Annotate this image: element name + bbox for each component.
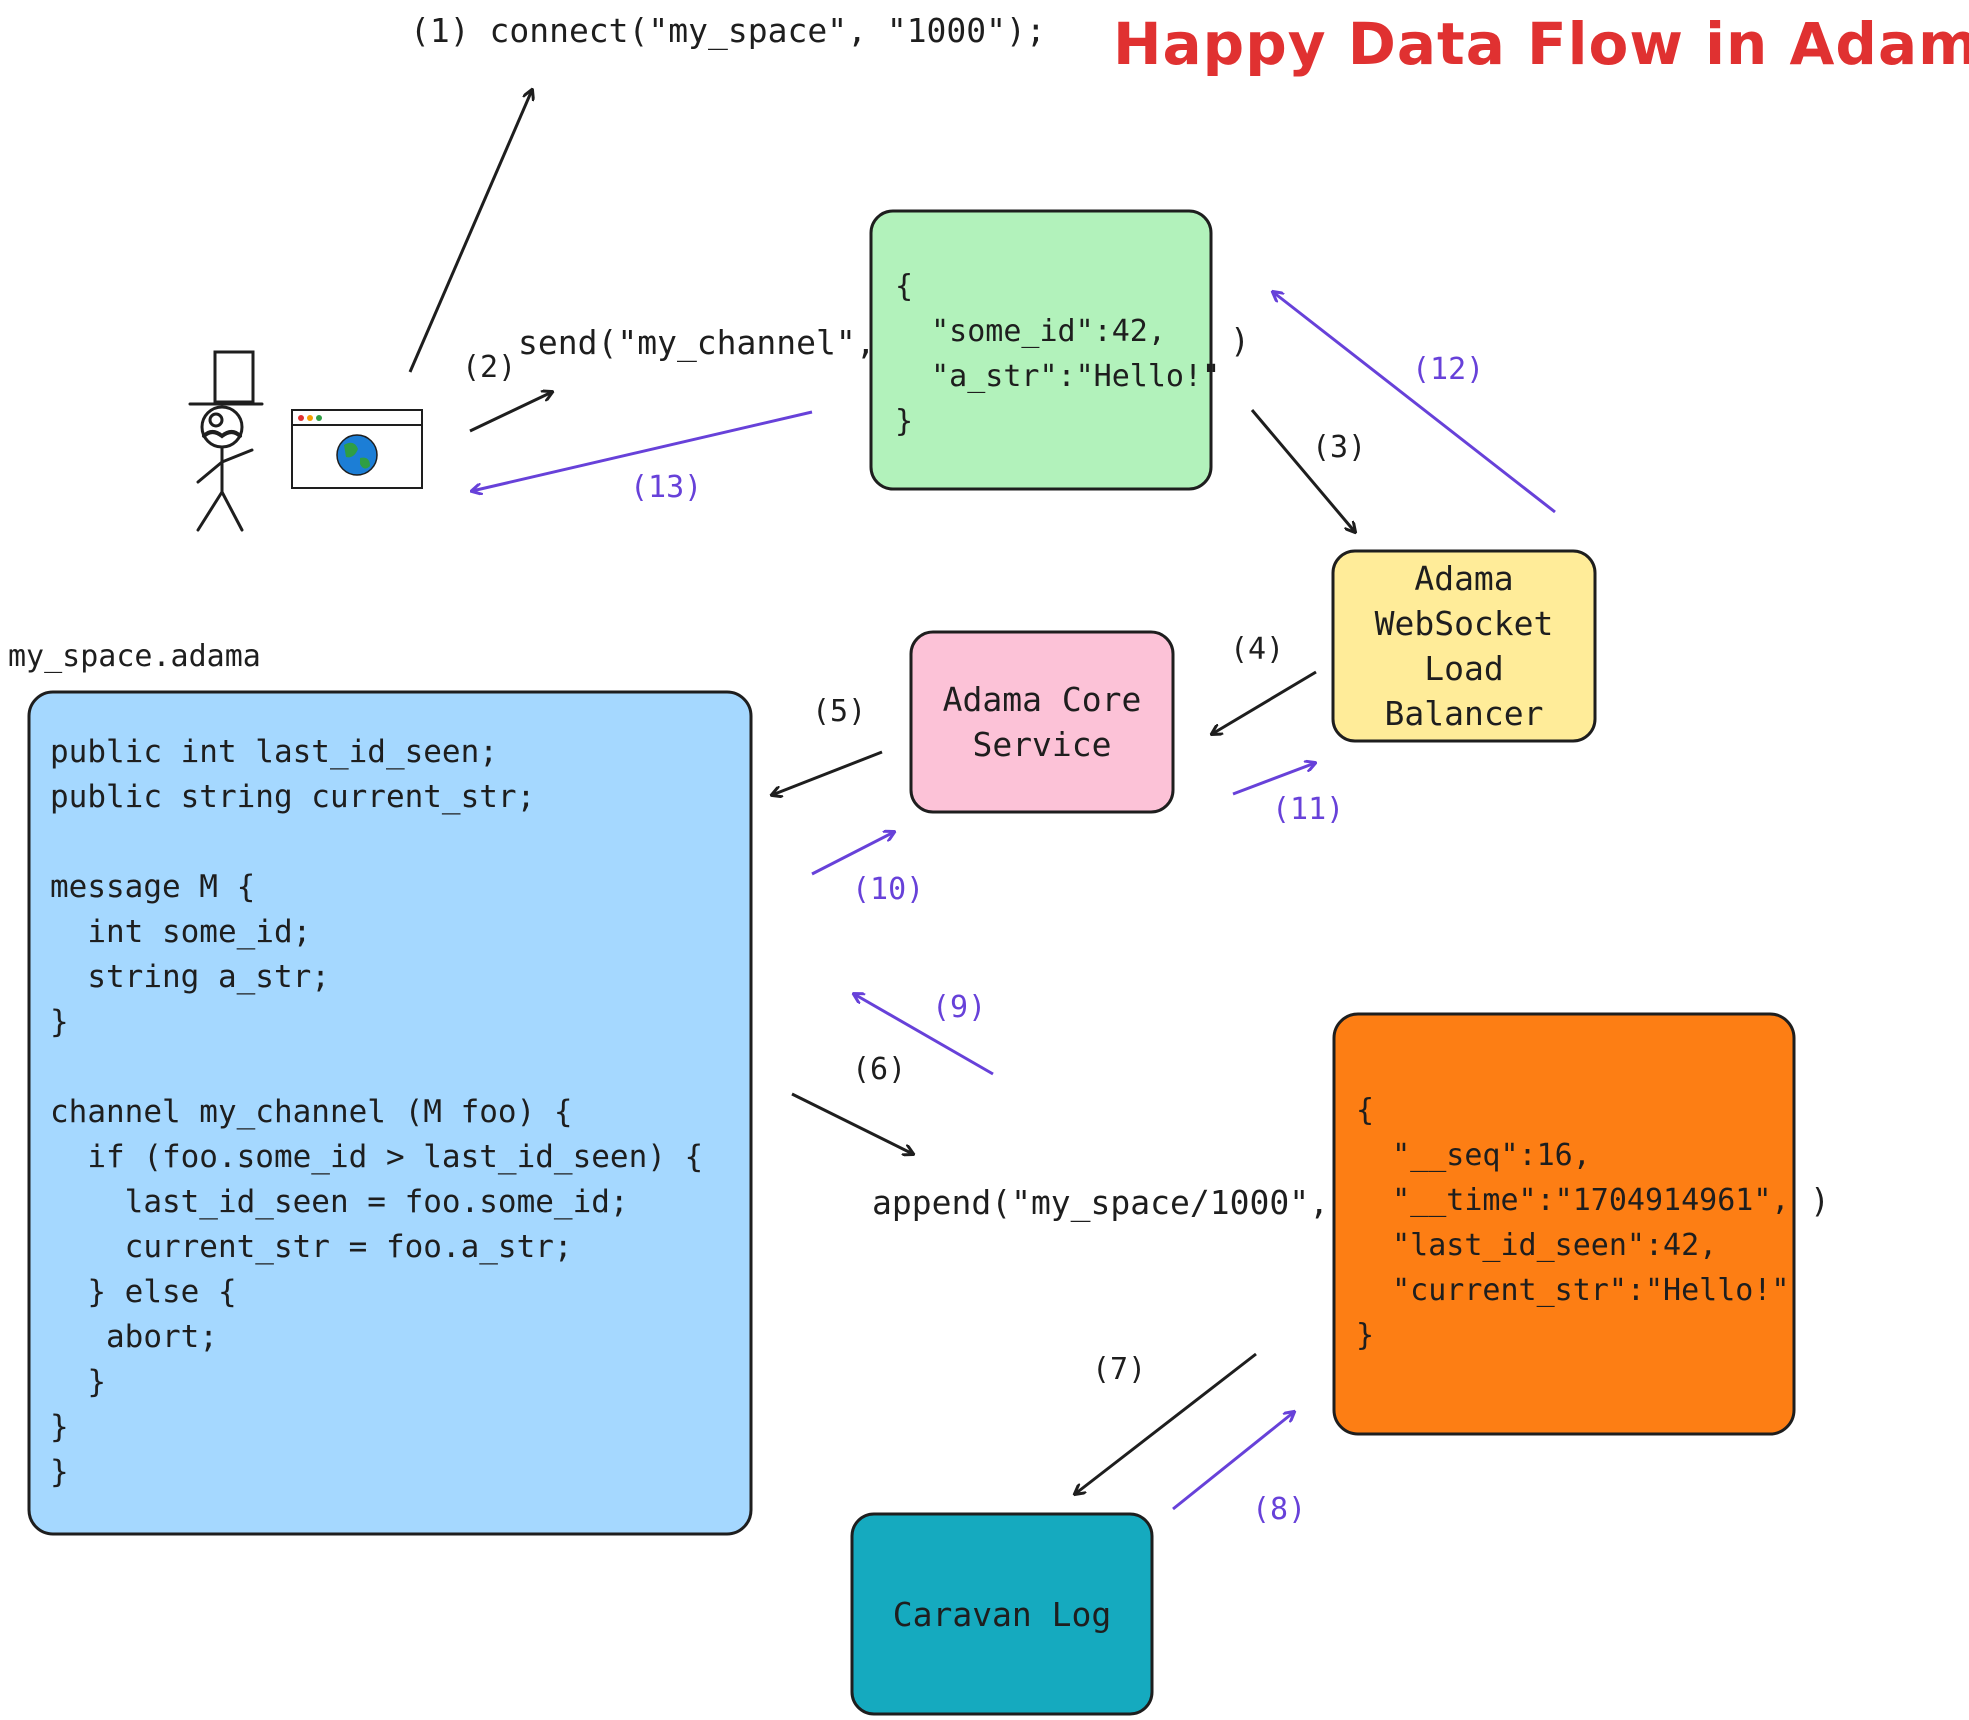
- step-label-11: (11): [1272, 792, 1345, 827]
- arrow-step-7: [1075, 1352, 1257, 1494]
- document-json: { "__seq":16, "__time":"1704914961", "la…: [1356, 1093, 1790, 1353]
- append-call-close: ): [1810, 1181, 1830, 1220]
- adama-code: public int last_id_seen; public string c…: [50, 734, 704, 1490]
- arrow-step-10: [811, 832, 894, 876]
- send-call-close: ): [1230, 321, 1250, 360]
- append-call: append("my_space/1000",: [872, 1183, 1329, 1222]
- arrow-step-5: [772, 750, 883, 795]
- message-box: [869, 209, 1213, 491]
- arrow-step-11: [1232, 763, 1315, 796]
- browser-window-icon: [291, 409, 423, 489]
- arrow-step-2: [469, 392, 552, 433]
- load-balancer-box: [1331, 549, 1597, 743]
- arrow-step-1: [408, 90, 532, 373]
- core-service-label: Adama Core Service: [942, 680, 1142, 764]
- step-label-3: (3): [1312, 430, 1367, 465]
- step-label-2: (2): [462, 350, 517, 385]
- user-icon: [188, 350, 264, 532]
- step-label-9: (9): [932, 990, 987, 1025]
- core-service-box: [909, 630, 1175, 814]
- arrow-step-9: [854, 994, 994, 1076]
- arrow-step-3: [1250, 409, 1355, 532]
- caravan-log-label: Caravan Log: [892, 1594, 1112, 1634]
- step-label-12: (12): [1412, 352, 1485, 387]
- file-name-label: my_space.adama: [8, 639, 261, 674]
- arrow-step-12: [1273, 292, 1556, 514]
- arrow-step-6: [791, 1092, 913, 1154]
- step-label-6: (6): [852, 1052, 907, 1087]
- step-label-8: (8): [1252, 1492, 1307, 1527]
- step-label-13: (13): [630, 470, 703, 505]
- arrow-step-8: [1172, 1412, 1294, 1511]
- step-label-4: (4): [1230, 632, 1285, 667]
- arrow-step-13: [472, 410, 813, 491]
- code-box: [27, 690, 753, 1536]
- step-label-10: (10): [852, 872, 925, 907]
- caravan-box: [850, 1512, 1154, 1716]
- arrow-step-4: [1212, 670, 1317, 734]
- connect-call: (1) connect("my_space", "1000");: [410, 11, 1046, 50]
- message-json: { "some_id":42, "a_str":"Hello!" }: [895, 269, 1221, 439]
- diagram-title: Happy Data Flow in Adama: [1113, 10, 1969, 78]
- step-label-7: (7): [1092, 1352, 1147, 1387]
- doc-box: [1332, 1012, 1796, 1436]
- send-call: send("my_channel",: [518, 323, 876, 362]
- step-label-5: (5): [812, 694, 867, 729]
- load-balancer-label: Adama WebSocket Load Balancer: [1374, 559, 1554, 733]
